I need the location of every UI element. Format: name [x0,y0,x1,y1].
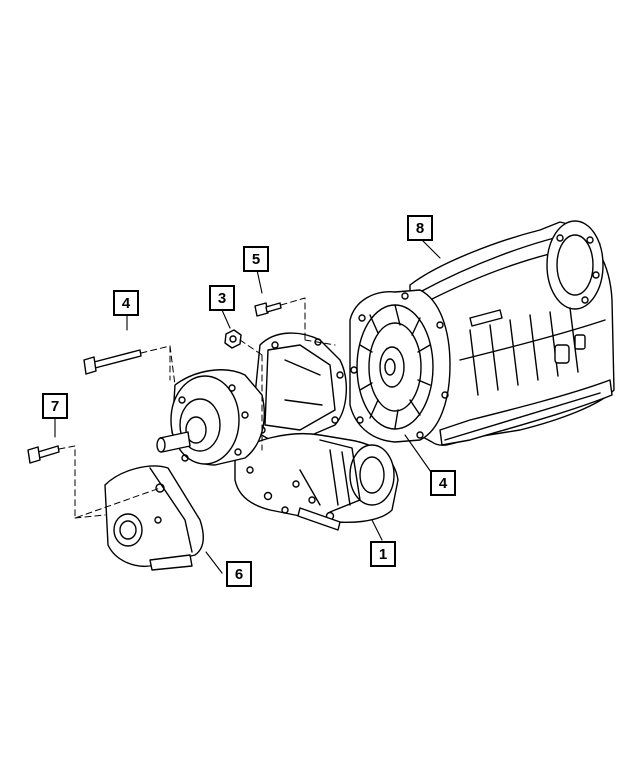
adapter-housing-part [251,332,348,443]
callout-5: 5 [243,246,269,272]
bolt-7-part [27,445,60,464]
callout-4-right: 4 [430,470,456,496]
assembly-lines [58,297,336,519]
callout-8: 8 [407,215,433,241]
transfer-case-part [234,433,399,531]
callout-4-left: 4 [113,290,139,316]
callout-3: 3 [209,285,235,311]
bracket-part [104,465,204,571]
callout-1: 1 [370,541,396,567]
transmission-part [349,220,615,446]
callout-6: 6 [226,561,252,587]
rear-output-housing-part [156,369,265,466]
nut-part [224,329,242,349]
bolt-5-part [254,302,282,317]
stud-bolt-part [83,349,142,375]
callout-7: 7 [42,393,68,419]
